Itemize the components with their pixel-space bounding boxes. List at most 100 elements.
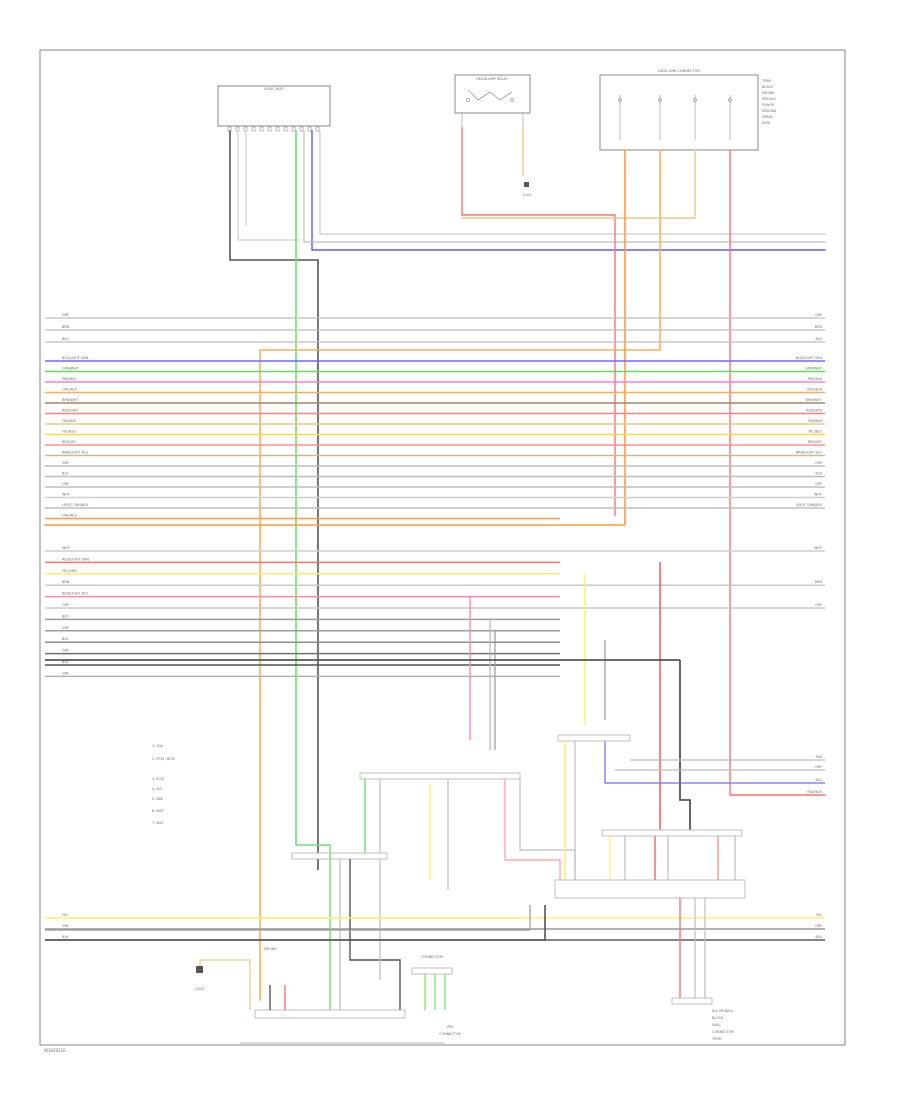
junction-block-right — [557, 734, 631, 742]
wire-label-left: GRY — [62, 649, 70, 653]
module-right-title: DATA LINK CONNECTOR — [658, 69, 700, 73]
wire-label-left: BLK — [62, 472, 69, 476]
diagram-frame — [39, 49, 846, 1046]
svg-text:ALL MODELS: ALL MODELS — [712, 1009, 734, 1013]
bottom-center-note-1: VEH — [446, 1025, 453, 1029]
bundle-1: GRY BRN BLU GRY BRN BLU — [45, 313, 825, 343]
svg-text:GRY: GRY — [815, 313, 823, 317]
wire-label-left: GRY — [62, 461, 70, 465]
wire-label-left: RED/LIGHT GRN — [62, 557, 89, 561]
svg-text:BRN: BRN — [815, 325, 823, 329]
wire-label-left: BLK — [62, 614, 69, 618]
wire-label-right: BRN/WHT — [806, 398, 823, 402]
right-exit-labels: TAN GRY BLU RED/BLK — [807, 755, 823, 794]
wire-label-left: BLU/LIGHT GRN — [62, 356, 89, 360]
wire-label-right: GRN/WHT — [805, 367, 823, 371]
svg-text:BLU: BLU — [815, 778, 822, 782]
module-left-title: LOGIC UNIT — [264, 87, 285, 91]
relay-top: HEADLAMP RELAY — [454, 74, 531, 128]
svg-text:MODULE: MODULE — [762, 97, 776, 101]
svg-text:BLOCK: BLOCK — [762, 85, 774, 89]
wire-label-right: BLU/LIGHT GRN — [796, 356, 823, 360]
svg-text:7. BUS: 7. BUS — [152, 821, 163, 825]
svg-text:BLOCK: BLOCK — [712, 1016, 724, 1020]
wire-label-left: WHT — [62, 493, 71, 497]
wire-label-right: WHT — [814, 546, 823, 550]
junction-block-center — [359, 772, 521, 780]
svg-text:CONNECTOR: CONNECTOR — [712, 1030, 734, 1034]
bottom-right-note: ALL MODELS BLOCK DIAG CONNECTOR TERM — [711, 1009, 734, 1041]
top-vertical-wires — [44, 127, 826, 1001]
svg-text:3. ECM: 3. ECM — [152, 777, 164, 781]
wire-label-left: GRY — [62, 671, 70, 675]
wire-label-right: YEL — [816, 913, 822, 917]
svg-text:BRN: BRN — [62, 325, 70, 329]
wire-label-left: GRY — [62, 626, 70, 630]
wire-label-left: BLK — [62, 637, 69, 641]
wire-label-left: BRN — [62, 580, 70, 584]
svg-text:BLU: BLU — [815, 337, 822, 341]
svg-text:G101: G101 — [523, 193, 532, 197]
connector-bottom-left — [254, 1009, 406, 1019]
wire-label-right: TAN/BLK — [807, 419, 823, 423]
svg-text:1. 30A: 1. 30A — [152, 744, 164, 748]
svg-text:GROUND: GROUND — [762, 109, 777, 113]
wire-label-left: GRY — [62, 603, 70, 607]
bottom-center-note-2: CONNECTOR — [439, 1032, 461, 1036]
svg-text:GRY: GRY — [62, 313, 70, 317]
wire-label-left: RED/LIGHT BLU — [62, 592, 89, 596]
svg-text:2. PCM / BCM: 2. PCM / BCM — [152, 757, 175, 761]
wire-label-left: YEL — [62, 913, 68, 917]
wire-label-left: GRY — [62, 482, 70, 486]
wire-label-left: PNK/BLK — [62, 377, 77, 381]
wire-label-right: BRN — [815, 580, 823, 584]
connector-bottom-center — [411, 967, 453, 975]
svg-text:RED/BLK: RED/BLK — [807, 790, 822, 794]
wire-label-left: BLK — [62, 660, 69, 664]
ground-note-bottom: G102 — [195, 987, 204, 991]
wire-label-right: RED/GRN — [806, 409, 822, 413]
module-left: LOGIC UNIT — [217, 85, 331, 132]
connector-lower-right — [554, 879, 746, 899]
junction-block-lower-left — [291, 852, 388, 860]
ground-symbol-top: G101 — [523, 182, 532, 197]
wire-label-right: PNK/BLK — [808, 377, 823, 381]
wire-label-right: GRY — [815, 924, 823, 928]
wire-label-right: BLK — [816, 472, 823, 476]
wire-label-right: BLK — [816, 935, 823, 939]
wire-label-right: RED/YEL — [808, 440, 822, 444]
wire-label-left: TAN/BLK — [61, 419, 77, 423]
bundle-2: BLU/LIGHT GRN BLU/LIGHT GRN GRN/WHT GRN/WHT… — [45, 356, 825, 520]
footer-code: W3S0011E — [44, 1048, 66, 1053]
wire-label-right: GRY — [815, 603, 823, 607]
wire-label-left: YEL/BLU — [62, 430, 76, 434]
svg-text:ENGINE: ENGINE — [762, 91, 774, 95]
wire-label-left: BRN/LIGHT BLU — [62, 451, 89, 455]
svg-text:6. INST: 6. INST — [152, 809, 165, 813]
wire-label-right: LIGHT GRN/BLK — [796, 503, 823, 507]
legend: 1. 30A 2. PCM / BCM 3. ECM 4. A/C 5. ABS… — [152, 744, 175, 825]
wire-label-right: ORG/BLK — [807, 388, 823, 392]
wire-label-left: ORG/BLK — [62, 388, 78, 392]
wire-label-left: BRN/WHT — [62, 398, 79, 402]
svg-text:4. A/C: 4. A/C — [152, 787, 163, 791]
module-left-pins — [227, 126, 320, 132]
bottom-module-left-title: ENGINE — [264, 947, 277, 951]
wire-label-left: WHT — [62, 546, 71, 550]
wire-label-left: RED/YEL — [62, 440, 76, 444]
svg-text:5. ABS: 5. ABS — [152, 797, 163, 801]
svg-text:SERIAL: SERIAL — [762, 115, 773, 119]
svg-text:DATA: DATA — [762, 121, 771, 125]
wire-label-left: GRN/WHT — [62, 367, 80, 371]
relay-top-title: HEADLAMP RELAY — [476, 77, 508, 81]
connector-bottom-right — [671, 997, 713, 1005]
wire-label-right: GRY — [815, 461, 823, 465]
svg-text:BLU: BLU — [62, 337, 69, 341]
wire-label-left: GRY — [62, 924, 70, 928]
svg-text:POWER: POWER — [762, 103, 775, 107]
svg-text:GRY: GRY — [815, 765, 823, 769]
bottom-module-right-title: CONNECTOR — [421, 955, 443, 959]
module-right: DATA LINK CONNECTOR TERM BLOCK ENGINE MO… — [599, 69, 777, 151]
